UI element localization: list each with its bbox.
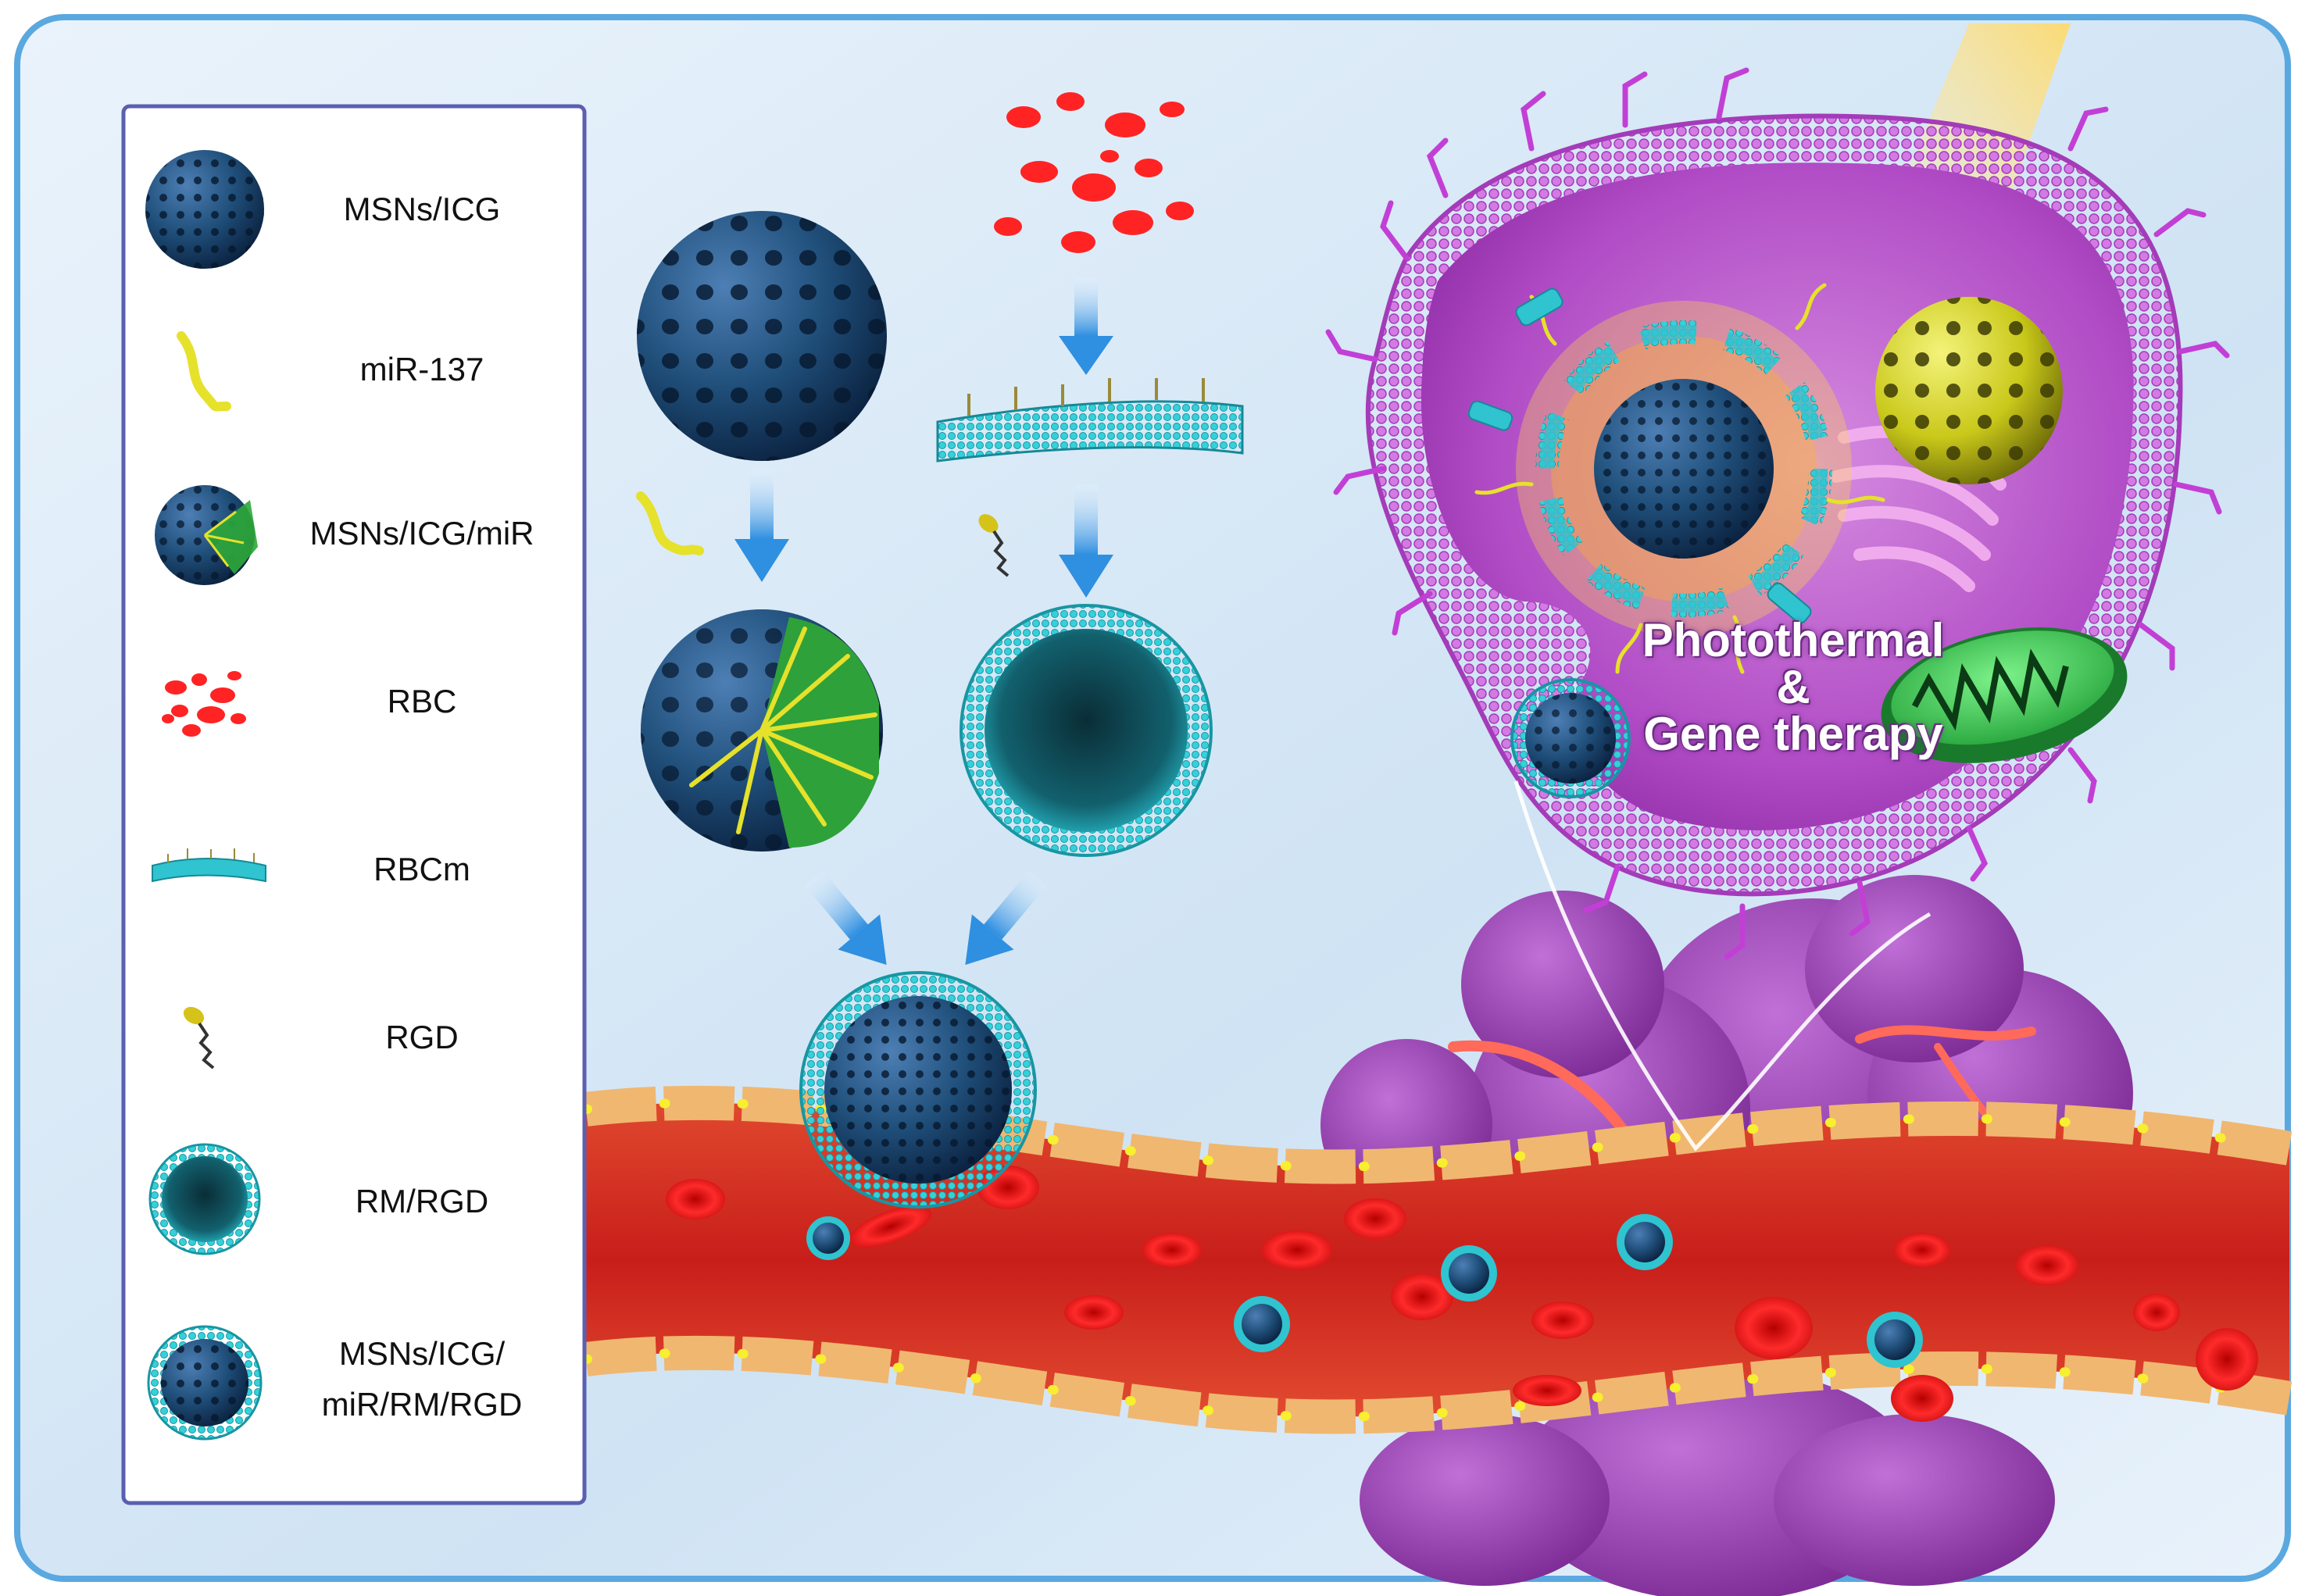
zoom-outline (1513, 780, 1932, 1151)
burst-particle (1467, 283, 1885, 674)
therapy-line-and: & (1776, 661, 1810, 713)
arrow-rbc-to-membrane (1059, 277, 1113, 375)
legend-icon-msn-icg (145, 150, 264, 269)
legend-icon-rgd (183, 1006, 215, 1069)
arrow-converge-left (804, 870, 887, 966)
legend-label-rbcm: RBCm (373, 851, 470, 887)
rgd-peptide (978, 514, 1010, 577)
legend-label-mir137: miR-137 (359, 351, 484, 387)
rbc-membrane-sheet (936, 378, 1244, 462)
arrow-membrane-down (1059, 484, 1113, 598)
legend-icon-rbc (162, 671, 246, 737)
legend-panel (121, 104, 587, 1505)
rbc-cloud (994, 92, 1194, 253)
vessel-nanoparticles (806, 1214, 1923, 1368)
mir-strand (636, 491, 704, 555)
synthesis-flow (636, 92, 1244, 1209)
msn-large (637, 211, 887, 461)
legend-label-rgd: RGD (385, 1019, 459, 1055)
legend-icon-mir (177, 331, 231, 412)
legend-icon-rm-rgd (148, 1143, 261, 1255)
blood-vessel (581, 1085, 2294, 1434)
legend-label-rm-rgd: RM/RGD (355, 1183, 489, 1219)
legend-icon-msn-icg-mir (155, 485, 258, 585)
legend-label-msn-icg-mir: MSNs/ICG/miR (309, 515, 534, 552)
arrow-msn-down (734, 469, 789, 582)
legend-icon-rbcm (152, 848, 266, 883)
legend-label-rbc: RBC (387, 683, 457, 719)
arrow-converge-right (965, 870, 1048, 966)
therapy-line-photothermal: Photothermal (1642, 614, 1945, 666)
msn-loaded (641, 609, 883, 852)
vessel-rbcs (666, 1166, 2258, 1422)
rm-rgd-vesicle (960, 604, 1213, 857)
therapy-line-gene: Gene therapy (1643, 708, 1943, 760)
legend-icon-final (147, 1325, 263, 1441)
legend-label-final-line1: MSNs/ICG/ (338, 1335, 506, 1372)
legend-label-final-line2: miR/RM/RGD (321, 1386, 523, 1423)
therapy-label: Photothermal & Gene therapy (1543, 617, 2043, 758)
tumor-cell (1325, 67, 2230, 960)
legend-label-msn-icg: MSNs/ICG (343, 191, 501, 227)
legend-label-final: MSNs/ICG/ miR/RM/RGD (281, 1328, 563, 1430)
final-nanoparticle (799, 971, 1037, 1209)
mitochondrion (1881, 627, 2128, 763)
